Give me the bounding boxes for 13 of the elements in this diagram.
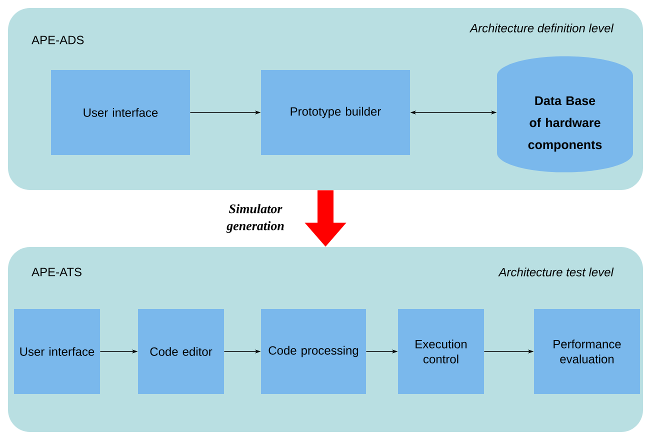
panel-title: APE-ATS xyxy=(32,268,82,276)
process-box: Execution control xyxy=(398,309,484,394)
process-box: Code editor xyxy=(138,309,224,394)
level-label: Architecture definition level xyxy=(469,24,614,32)
panel-title: APE-ADS xyxy=(32,36,84,44)
process-box: User interface xyxy=(14,309,100,394)
level-label: Architecture test level xyxy=(498,268,614,276)
process-box: Code processing xyxy=(261,309,366,394)
database-cylinder: Data Base of hardware components xyxy=(497,56,633,172)
edge-label: Simulator generation xyxy=(226,204,284,233)
process-box: User interface xyxy=(51,70,190,155)
process-box: Prototype builder xyxy=(261,70,410,155)
process-box: Performance evaluation xyxy=(534,309,640,394)
